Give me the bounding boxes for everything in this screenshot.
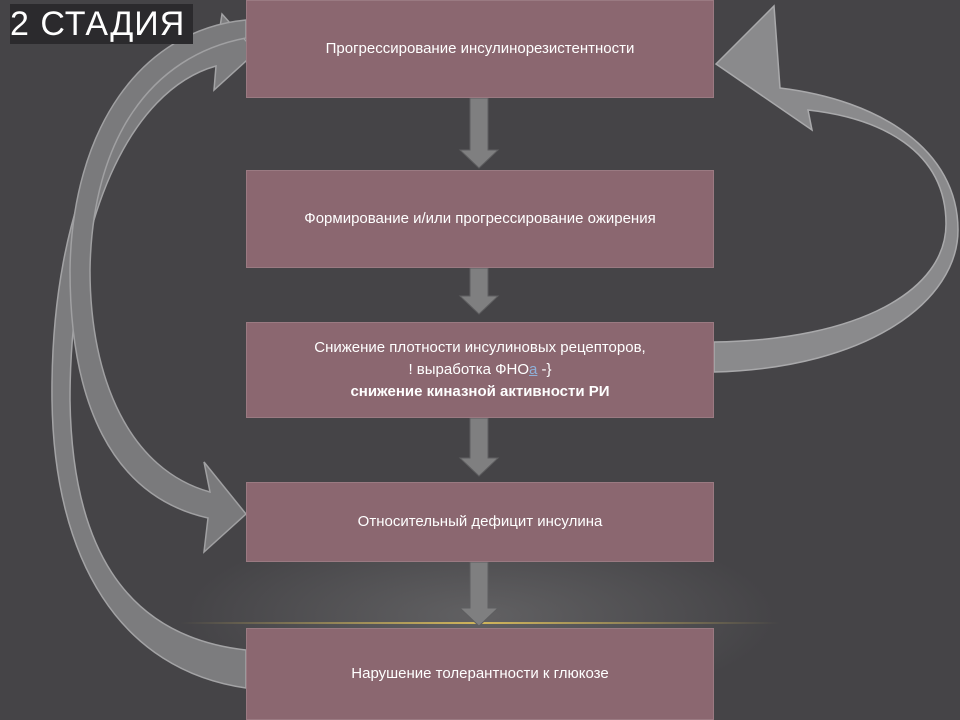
box-glucose-tolerance: Нарушение толерантности к глюкозе [246, 628, 714, 720]
tnf-alpha-link[interactable]: а [529, 361, 538, 378]
box-obesity: Формирование и/или прогрессирование ожир… [246, 170, 714, 268]
box-glucose-tolerance-label: Нарушение толерантности к глюкозе [351, 665, 609, 682]
box-insulin-deficit: Относительный дефицит инсулина [246, 482, 714, 562]
box-insulin-resistance-label: Прогрессирование инсулинорезистентности [325, 40, 635, 57]
down-arrow-4 [458, 561, 500, 627]
down-arrow-2 [458, 267, 500, 315]
box-receptor-line3: снижение киназной активности РИ [350, 383, 610, 400]
page-title: 2 СТАДИЯ [10, 4, 194, 44]
down-arrow-3 [458, 417, 500, 477]
right-feedback-arrow [713, 4, 959, 373]
box-insulin-deficit-label: Относительный дефицит инсулина [357, 513, 603, 530]
box-obesity-label: Формирование и/или прогрессирование ожир… [304, 210, 656, 227]
down-arrow-1 [458, 97, 500, 169]
box-receptor-line2: ! выработка ФНОа -} [314, 359, 645, 381]
box-receptor-line1: Снижение плотности инсулиновых рецепторо… [314, 339, 646, 356]
box-receptor-line2-suffix: -} [537, 361, 552, 378]
box-receptor-density: Снижение плотности инсулиновых рецепторо… [246, 322, 714, 418]
left-inner-feedback-arrow [69, 19, 248, 554]
box-receptor-line2-prefix: ! выработка ФНО [408, 361, 530, 378]
box-insulin-resistance: Прогрессирование инсулинорезистентности [246, 0, 714, 98]
